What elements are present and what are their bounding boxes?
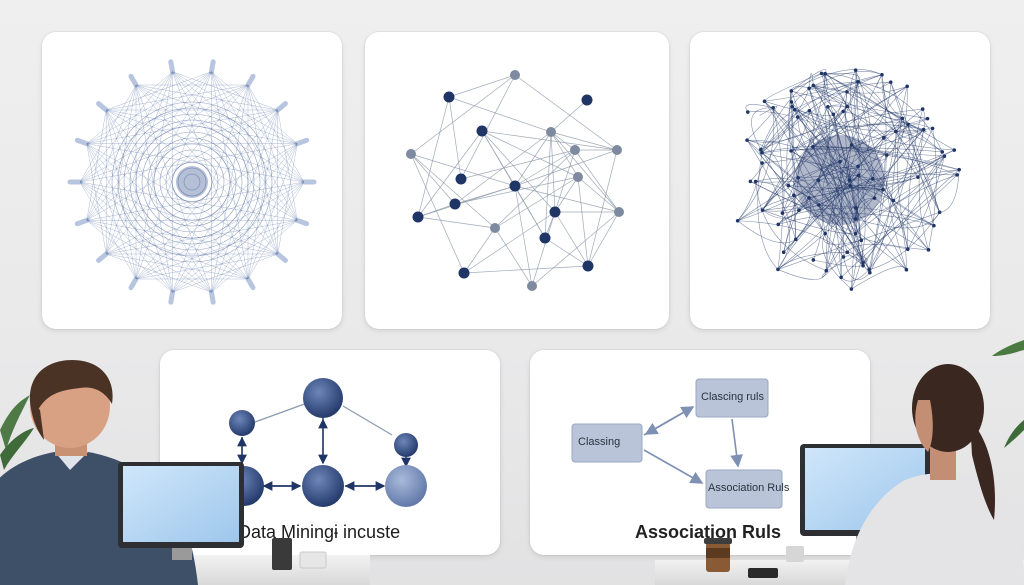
network-node [458,267,470,279]
classing-label: Classing [578,436,621,448]
data-mining-card: Data Miningɨ incuste [160,350,500,555]
data-mining-caption: Data Miningɨ incuste [238,522,401,542]
data-mining-diagram [224,378,427,507]
association-ruls-box [705,469,783,509]
dense-graph-lines [735,68,961,291]
network-node [412,211,424,223]
network-node [582,260,594,272]
network-node [570,145,580,155]
network-node [581,94,593,106]
dense-graph [735,68,961,291]
mining-node-top [303,378,343,418]
network-graph-card [365,32,669,329]
association-rules-card: Classing Clascing ruls Association Ruls … [530,350,870,555]
mining-node-small-right [394,433,418,457]
network-node [490,223,500,233]
network-graph-edges [410,74,620,287]
network-node [406,149,416,159]
plant-icon [0,395,34,470]
network-node [527,281,537,291]
phone [748,568,778,578]
association-ruls-label: Association Ruls [708,482,790,494]
association-rules-caption: Association Ruls [635,522,782,542]
desk-left [0,555,370,585]
network-node [549,206,561,218]
network-node [443,91,455,103]
classing-box [571,423,643,463]
mining-node-bottom-center [302,465,344,507]
network-node [612,145,622,155]
desk-right [655,560,1024,585]
mining-node-bottom-left [224,466,264,506]
dense-graph-card [690,32,990,329]
mining-node-small-left [229,410,255,436]
network-node [476,125,488,137]
plant-icon-right [992,340,1024,448]
network-node [546,127,556,137]
network-node [614,207,624,217]
person-right [845,364,1024,585]
network-node [510,70,520,80]
classing-ruls-box [695,378,769,418]
radial-graph [67,59,317,305]
radial-graph-lines [67,59,317,305]
association-rules-diagram [571,378,783,509]
network-node [573,172,583,182]
network-node [509,180,521,192]
classing-ruls-label: Clascing ruls [701,391,764,403]
network-node [539,232,551,244]
mining-node-bottom-right [385,465,427,507]
network-graph [406,70,624,291]
network-node [455,173,467,185]
network-node [449,198,461,210]
radial-graph-card [42,32,342,329]
